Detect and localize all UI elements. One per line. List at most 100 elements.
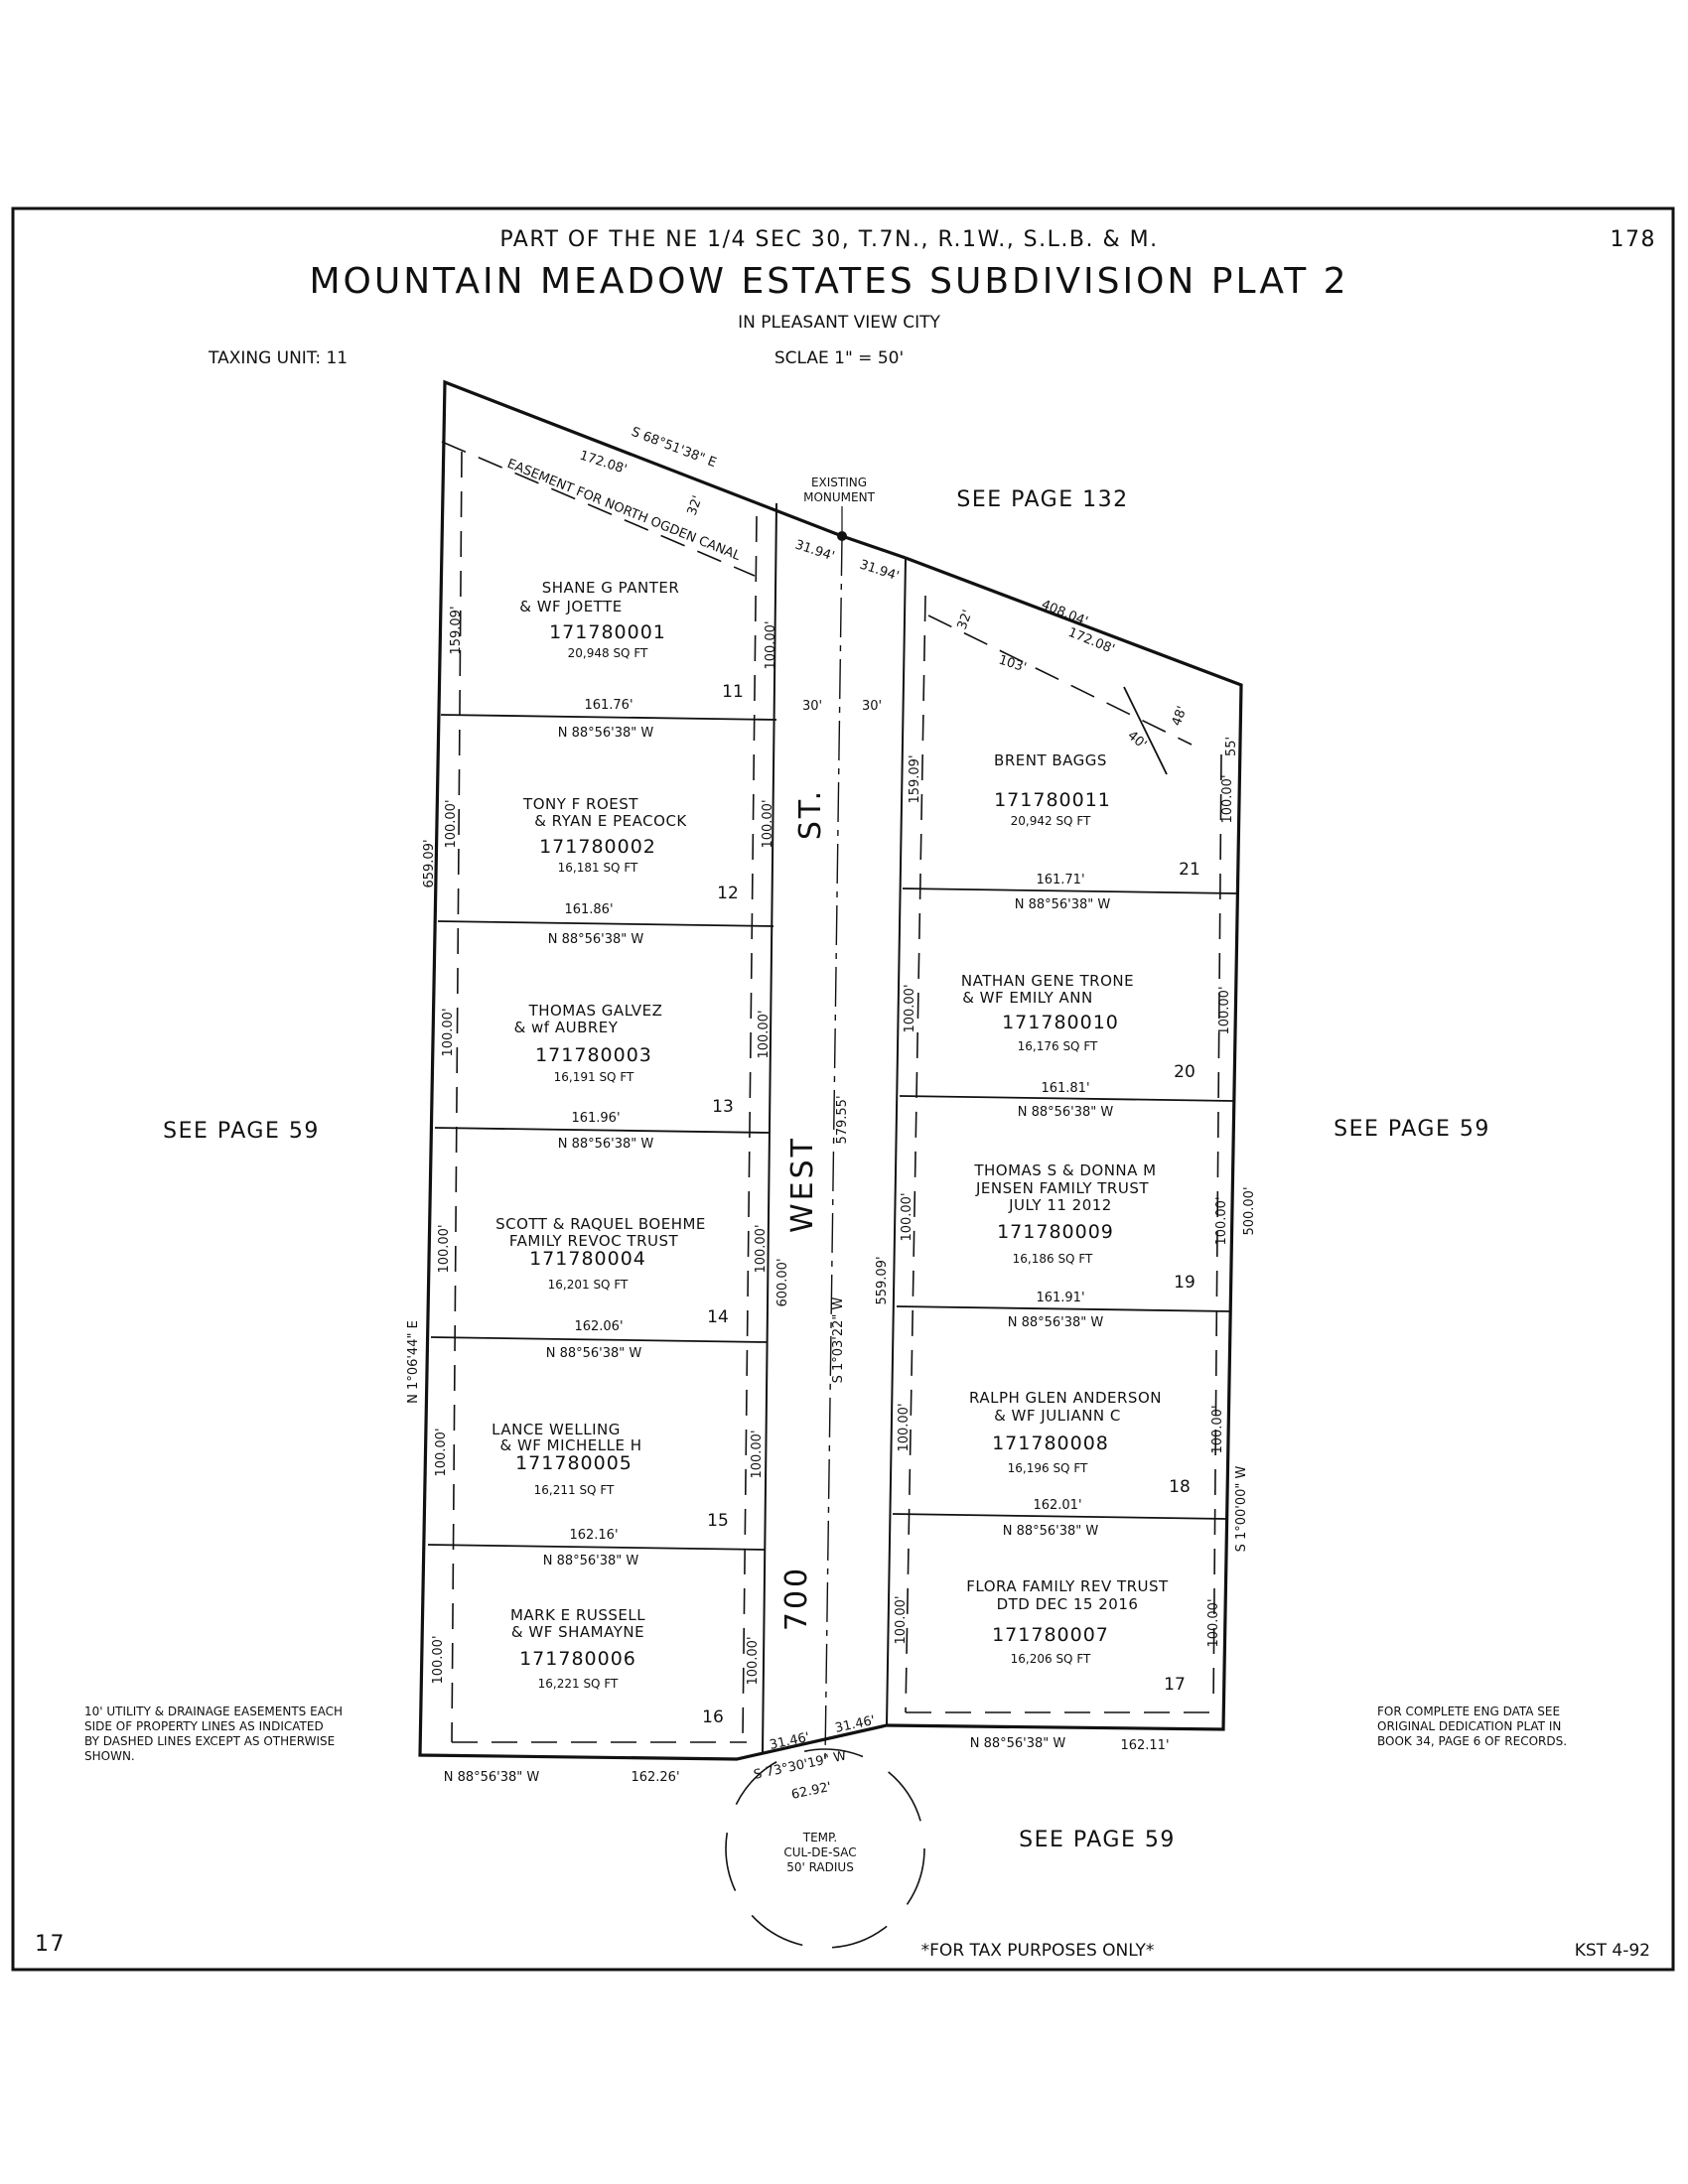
lot-area: 20,948 SQ FT (568, 646, 648, 660)
street-west-line (762, 502, 777, 1753)
lot-owner: & WF JULIANN C (994, 1407, 1121, 1425)
lot-owner: LANCE WELLING (492, 1421, 621, 1438)
lot-owner: TONY F ROEST (522, 795, 638, 813)
lot-number: 20 (1174, 1062, 1196, 1082)
svg-text:100.00': 100.00' (1206, 1598, 1221, 1647)
svg-text:CUL-DE-SAC: CUL-DE-SAC (783, 1845, 856, 1859)
svg-text:N 1°06'44" E: N 1°06'44" E (406, 1320, 421, 1404)
easement-48-line (1123, 686, 1168, 775)
canal-width-west: 32' (685, 493, 706, 517)
svg-text:N 88°56'38" W: N 88°56'38" W (543, 1554, 639, 1569)
lot-11[interactable]: SHANE G PANTER & WF JOETTE 171780001 20,… (519, 579, 744, 702)
parcel-id: 171780002 (539, 836, 656, 858)
west-side-dims: 159.09' 659.09' N 1°06'44" E 100.00' 100… (406, 606, 778, 1685)
svg-text:100.00': 100.00' (894, 1595, 909, 1644)
lot-owner: & WF SHAMAYNE (511, 1623, 644, 1641)
lot-14[interactable]: SCOTT & RAQUEL BOEHME FAMILY REVOC TRUST… (495, 1215, 729, 1327)
svg-text:BY DASHED LINES EXCEPT AS OTHE: BY DASHED LINES EXCEPT AS OTHERWISE (84, 1734, 335, 1748)
scale-label: SCLAE 1" = 50' (774, 348, 904, 368)
lot-area: 16,211 SQ FT (534, 1483, 615, 1497)
lot-area: 16,201 SQ FT (548, 1278, 629, 1292)
tax-purposes-note: *FOR TAX PURPOSES ONLY* (921, 1941, 1155, 1961)
lot-20[interactable]: NATHAN GENE TRONE & WF EMILY ANN 1717800… (961, 972, 1196, 1082)
svg-text:162.16': 162.16' (569, 1528, 618, 1543)
cul-de-sac-label: TEMP. CUL-DE-SAC 50' RADIUS (783, 1831, 856, 1874)
monument-label-1: EXISTING (811, 476, 867, 489)
utility-easement-note: 10' UTILITY & DRAINAGE EASEMENTS EACH SI… (84, 1705, 343, 1763)
street-dims: 579.55' 600.00' S 1°03'22" W 559.09' (775, 1095, 890, 1383)
utility-easement-lines (441, 441, 1222, 1743)
svg-text:100.00': 100.00' (764, 620, 778, 669)
legal-description: PART OF THE NE 1/4 SEC 30, T.7N., R.1W.,… (499, 227, 1158, 252)
row-width-a: 31.94' (793, 538, 836, 565)
street-name-700: 700 (779, 1566, 814, 1631)
svg-text:159.09': 159.09' (449, 606, 464, 654)
svg-text:N 88°56'38" W: N 88°56'38" W (558, 1137, 654, 1152)
svg-text:FOR COMPLETE ENG DATA SEE: FOR COMPLETE ENG DATA SEE (1377, 1705, 1560, 1718)
lot-number: 12 (717, 884, 739, 903)
lot-number: 14 (707, 1307, 729, 1327)
lot-owner: & WF JOETTE (519, 598, 622, 615)
eng-data-note: FOR COMPLETE ENG DATA SEE ORIGINAL DEDIC… (1377, 1705, 1567, 1748)
cul-de-sac-dims: 31.46' 31.46' S 73°30'19" W 62.92' (753, 1713, 877, 1803)
svg-text:TEMP.: TEMP. (802, 1831, 837, 1844)
lot-owner: & WF MICHELLE H (499, 1436, 641, 1454)
see-page-south[interactable]: SEE PAGE 59 (1019, 1828, 1176, 1852)
parcel-id: 171780009 (997, 1221, 1114, 1243)
svg-text:100.00': 100.00' (757, 1010, 772, 1058)
lot-area: 16,221 SQ FT (538, 1677, 619, 1691)
lot-17[interactable]: FLORA FAMILY REV TRUST DTD DEC 15 2016 1… (966, 1577, 1186, 1695)
svg-text:N 88°56'38" W: N 88°56'38" W (970, 1736, 1066, 1751)
lot-15[interactable]: LANCE WELLING & WF MICHELLE H 171780005 … (492, 1421, 729, 1531)
svg-text:161.71': 161.71' (1036, 873, 1084, 887)
lot-number: 21 (1179, 860, 1200, 880)
lot-area: 16,191 SQ FT (554, 1070, 634, 1084)
lot-19[interactable]: THOMAS S & DONNA M JENSEN FAMILY TRUST J… (973, 1161, 1195, 1293)
lot-21[interactable]: BRENT BAGGS 171780011 20,942 SQ FT 21 (994, 751, 1200, 880)
svg-text:659.09': 659.09' (422, 839, 437, 887)
svg-text:N 88°56'38" W: N 88°56'38" W (444, 1770, 540, 1785)
svg-text:SIDE OF PROPERTY LINES AS INDI: SIDE OF PROPERTY LINES AS INDICATED (84, 1719, 324, 1733)
parcel-id: 171780010 (1002, 1012, 1119, 1033)
lot-owner: FLORA FAMILY REV TRUST (966, 1577, 1169, 1595)
lot-owner: & wf AUBREY (514, 1019, 619, 1036)
lot-lines-east (892, 887, 1237, 1520)
easement-103: 103' (997, 653, 1029, 676)
svg-text:100.00': 100.00' (441, 1008, 456, 1056)
svg-text:N 88°56'38" W: N 88°56'38" W (1003, 1524, 1099, 1539)
lot-owner: & RYAN E PEACOCK (534, 812, 687, 830)
lot-13[interactable]: THOMAS GALVEZ & wf AUBREY 171780003 16,1… (514, 1002, 734, 1117)
see-page-west[interactable]: SEE PAGE 59 (163, 1119, 320, 1144)
svg-text:161.76': 161.76' (584, 698, 633, 713)
lot-area: 16,181 SQ FT (558, 861, 638, 875)
svg-text:100.00': 100.00' (897, 1403, 912, 1451)
svg-text:N 88°56'38" W: N 88°56'38" W (548, 932, 644, 947)
parcel-id: 171780005 (515, 1452, 633, 1474)
svg-text:161.81': 161.81' (1041, 1081, 1089, 1096)
lot-number: 19 (1174, 1273, 1196, 1293)
svg-text:ORIGINAL DEDICATION PLAT IN: ORIGINAL DEDICATION PLAT IN (1377, 1719, 1561, 1733)
lot-owner: SHANE G PANTER (542, 579, 680, 597)
svg-text:100.00': 100.00' (746, 1636, 761, 1685)
parcel-id: 171780007 (992, 1624, 1109, 1646)
lot-area: 16,176 SQ FT (1018, 1039, 1098, 1053)
svg-text:N 88°56'38" W: N 88°56'38" W (1008, 1315, 1104, 1330)
lot-16[interactable]: MARK E RUSSELL & WF SHAMAYNE 171780006 1… (510, 1606, 724, 1727)
lot-area: 20,942 SQ FT (1011, 814, 1091, 828)
lot-18[interactable]: RALPH GLEN ANDERSON & WF JULIANN C 17178… (969, 1389, 1191, 1497)
half-row-west: 30' (802, 699, 822, 714)
see-page-north[interactable]: SEE PAGE 132 (956, 487, 1128, 512)
street-name-st: ST. (793, 788, 828, 840)
lot-number: 18 (1169, 1477, 1191, 1497)
street-centerline (824, 535, 843, 1760)
subdivision-boundary (418, 379, 1243, 1761)
svg-text:100.00': 100.00' (434, 1428, 449, 1476)
svg-text:N 88°56'38" W: N 88°56'38" W (546, 1346, 642, 1361)
parcel-id: 171780001 (549, 621, 666, 643)
cul-de-sac-circle (725, 1748, 925, 1949)
see-page-east[interactable]: SEE PAGE 59 (1334, 1117, 1490, 1142)
lot-number: 16 (702, 1707, 724, 1727)
svg-text:31.46': 31.46' (769, 1730, 811, 1753)
lot-12[interactable]: TONY F ROEST & RYAN E PEACOCK 171780002 … (522, 795, 739, 903)
svg-text:50' RADIUS: 50' RADIUS (786, 1860, 854, 1874)
